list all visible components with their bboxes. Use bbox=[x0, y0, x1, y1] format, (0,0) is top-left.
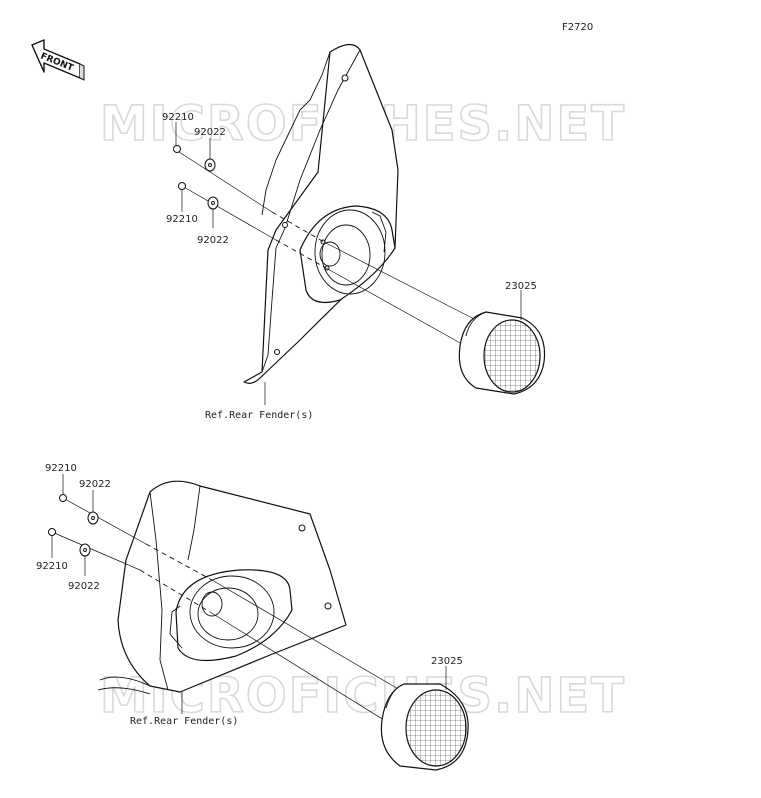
diagram-code: F2720 bbox=[562, 22, 593, 33]
lower-washer-bottom bbox=[79, 543, 91, 557]
upper-nut-top-label: 92210 bbox=[162, 112, 194, 123]
lower-nut-top bbox=[59, 494, 67, 502]
upper-nut-bottom-label: 92210 bbox=[166, 214, 198, 225]
upper-reference-label: Ref.Rear Fender(s) bbox=[205, 410, 313, 421]
lower-nut-top-label: 92210 bbox=[45, 463, 77, 474]
upper-washer-bottom-label: 92022 bbox=[197, 235, 229, 246]
upper-nut-bottom bbox=[178, 182, 186, 190]
upper-assembly: 92210 92022 92210 92022 23025 Ref.Rear F… bbox=[162, 43, 546, 421]
upper-nut-top bbox=[173, 145, 181, 153]
lower-nut-bottom bbox=[48, 528, 56, 536]
lower-washer-top-label: 92022 bbox=[79, 479, 111, 490]
lower-nut-bottom-label: 92210 bbox=[36, 561, 68, 572]
lower-reflector-label: 23025 bbox=[431, 656, 463, 667]
upper-fender-bracket bbox=[243, 43, 399, 384]
lower-reflector bbox=[380, 683, 469, 771]
lower-reference-label: Ref.Rear Fender(s) bbox=[130, 716, 238, 727]
upper-washer-top bbox=[204, 158, 216, 172]
lower-washer-top bbox=[87, 511, 99, 525]
upper-washer-top-label: 92022 bbox=[194, 127, 226, 138]
upper-reflector-label: 23025 bbox=[505, 281, 537, 292]
front-arrow-icon: FRONT bbox=[31, 39, 85, 81]
lower-assembly: 92210 92022 92210 92022 23025 Ref.Rear F… bbox=[36, 463, 469, 771]
lower-washer-bottom-label: 92022 bbox=[68, 581, 100, 592]
upper-washer-bottom bbox=[207, 196, 219, 210]
upper-reflector bbox=[458, 311, 546, 395]
